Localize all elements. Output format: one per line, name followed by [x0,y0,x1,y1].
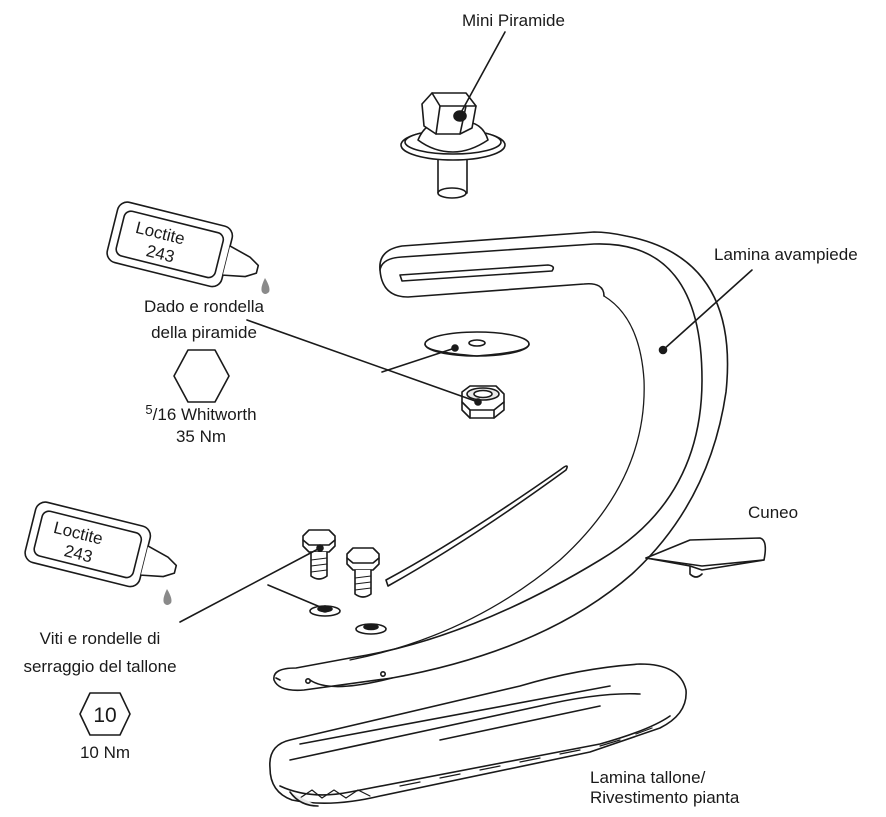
mini-pyramid-part [400,92,506,199]
wedge-part [645,537,767,578]
label-lamina-avampiede: Lamina avampiede [714,245,858,264]
leader-pyramid-nut [246,319,479,403]
pyramid-nut-part [461,385,505,419]
label-lamina-tallone: Lamina tallone/ Rivestimento pianta [590,768,739,808]
hex-wrench-icon [173,349,230,403]
label-whitworth-rest: /16 Whitworth [152,405,257,424]
wrench-size-text: 10 [93,704,116,727]
heel-blade-sole-part [269,663,687,807]
label-torque-screw: 10 Nm [79,743,131,762]
label-tallone-line1: Lamina tallone/ [590,768,706,787]
leader-dot-forefoot [658,345,668,355]
label-dado-line2: della piramide [151,323,257,342]
label-cuneo: Cuneo [748,503,799,522]
leader-forefoot-blade [662,269,753,351]
label-dado-line1: Dado e rondella [143,297,265,316]
label-viti-rondelle: Viti e rondelle di serraggio del tallone [0,628,200,678]
label-whitworth: 5/16 Whitworth [106,402,296,427]
forefoot-blade-part [273,231,729,692]
leader-heel-washers [267,584,326,610]
leader-lines [179,31,753,623]
label-tallone-line2: Rivestimento pianta [590,788,740,807]
label-whitworth-superscript: 5 [145,402,153,417]
heel-screws-part [302,529,380,598]
loctite-drop-icon-2 [163,589,172,605]
hex-wrench-10-icon [79,692,131,736]
leader-pyramid-washer [381,347,456,373]
label-mini-piramide: Mini Piramide [462,11,565,30]
leader-mini-pyramid [457,31,506,119]
loctite-drop-icon [261,278,270,294]
label-dado-rondella: Dado e rondella della piramide [86,296,322,344]
label-torque-nut: 35 Nm [175,427,227,446]
label-viti-line2: serraggio del tallone [23,657,177,676]
leader-heel-screws [179,547,321,623]
loctite-bottle-icon: Loctite 243 [106,201,260,288]
loctite-bottle-icon-2: Loctite 243 [24,501,178,588]
label-viti-line1: Viti e rondelle di [39,629,161,648]
